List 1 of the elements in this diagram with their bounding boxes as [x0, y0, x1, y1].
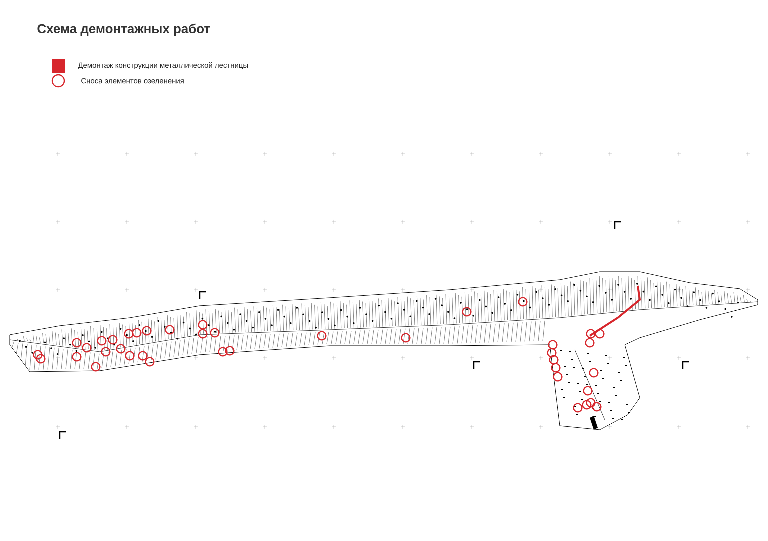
title: Схема демонтажных работ [38, 24, 210, 36]
